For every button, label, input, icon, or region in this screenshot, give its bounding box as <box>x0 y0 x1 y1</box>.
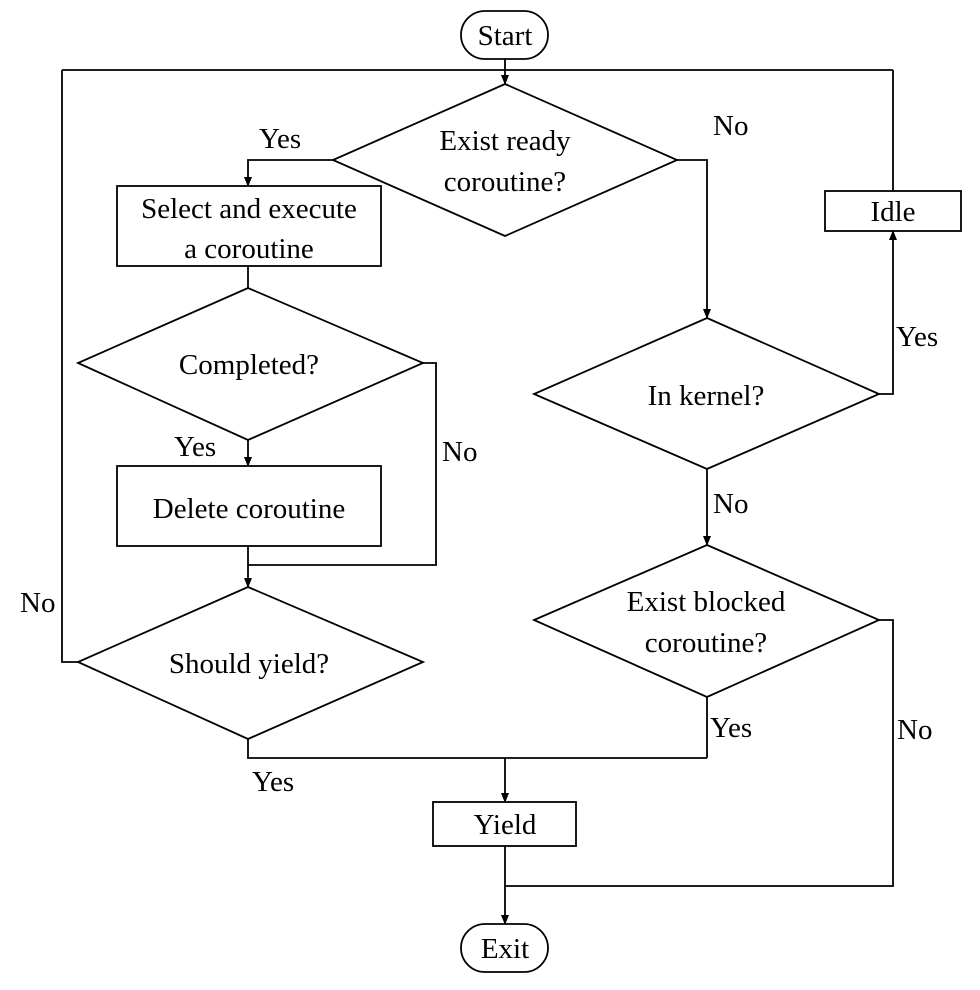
exist-ready-text-1: Exist ready <box>439 125 571 157</box>
delete-coroutine-box: Delete coroutine <box>116 465 382 547</box>
edge-should-yield-no <box>61 70 78 663</box>
edge-kernel-yes <box>879 230 897 395</box>
start-text: Start <box>478 20 533 52</box>
exist-ready-decision: Exist ready coroutine? <box>330 83 680 237</box>
edge-labels: Yes No Yes No No Yes Yes No Yes No <box>20 110 938 798</box>
exit-node: Exit <box>460 923 549 973</box>
label-completed-no: No <box>442 436 477 468</box>
exist-blocked-text-1: Exist blocked <box>627 586 786 618</box>
label-ready-yes: Yes <box>259 123 301 155</box>
label-kernel-yes: Yes <box>896 321 938 353</box>
label-blocked-no: No <box>897 714 932 746</box>
completed-decision: Completed? <box>75 287 426 441</box>
completed-text: Completed? <box>179 349 319 381</box>
idle-box: Idle <box>824 190 962 232</box>
exist-blocked-decision: Exist blocked coroutine? <box>531 544 882 698</box>
edge-ready-yes <box>244 159 333 187</box>
in-kernel-text: In kernel? <box>648 380 765 412</box>
exist-ready-text-2: coroutine? <box>444 166 566 198</box>
select-text-2: a coroutine <box>184 233 314 265</box>
exist-blocked-text-2: coroutine? <box>645 627 767 659</box>
in-kernel-decision: In kernel? <box>531 317 882 470</box>
edge-ready-no <box>677 159 711 319</box>
label-blocked-yes: Yes <box>710 712 752 744</box>
connectors <box>61 59 897 925</box>
idle-text: Idle <box>870 196 915 228</box>
label-completed-yes: Yes <box>174 431 216 463</box>
label-ready-no: No <box>713 110 748 142</box>
edge-should-yield-yes <box>247 739 707 759</box>
should-yield-text: Should yield? <box>169 648 329 680</box>
label-should-yield-yes: Yes <box>252 766 294 798</box>
select-execute-box: Select and execute a coroutine <box>116 185 382 267</box>
label-should-yield-no: No <box>20 587 55 619</box>
edge-blocked-no <box>505 619 894 887</box>
edge-completed-no <box>248 362 437 566</box>
yield-text: Yield <box>474 809 537 841</box>
should-yield-decision: Should yield? <box>75 586 426 740</box>
exit-text: Exit <box>481 933 529 965</box>
label-kernel-no: No <box>713 488 748 520</box>
start-node: Start <box>460 10 549 60</box>
select-text-1: Select and execute <box>141 193 357 225</box>
delete-text: Delete coroutine <box>153 493 345 525</box>
yield-box: Yield <box>432 801 577 847</box>
